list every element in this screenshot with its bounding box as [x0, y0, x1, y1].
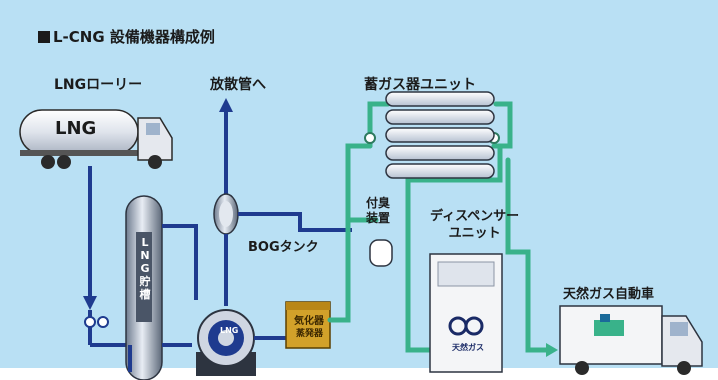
label-lng-truck: LNGローリー: [54, 77, 143, 93]
tank-top-line: [162, 224, 198, 300]
label-dispenser-line2: ユニット: [448, 226, 501, 241]
truck-valve-icon: [84, 316, 109, 328]
ground: [0, 368, 718, 380]
dispenser-icon: [429, 253, 503, 373]
label-vehicle: 天然ガス自動車: [563, 287, 655, 302]
truck-feed-arrow: [83, 296, 97, 310]
label-odorizer-line2: 装置: [366, 211, 391, 225]
dispenser-brand-text: 天然ガス: [452, 343, 484, 352]
storage-tank-icon: [125, 195, 163, 380]
label-cascade: 蓄ガス器ユニット: [364, 77, 476, 93]
vaporizer-text: 気化器: [294, 316, 324, 327]
title-bullet-icon: [38, 31, 50, 43]
odorizer-icon: [369, 239, 393, 267]
lng-truck-icon: [19, 109, 173, 169]
label-dispenser: ディスペンサー ユニット: [430, 208, 519, 242]
label-vent: 放散管へ: [210, 77, 266, 93]
bog-tank-icon: [213, 193, 239, 235]
bog-side-line: [238, 212, 352, 232]
label-bog-tank: BOGタンク: [248, 240, 319, 255]
vent-line: [219, 98, 233, 196]
pump-text: LNG: [220, 326, 239, 335]
label-dispenser-line1: ディスペンサー: [430, 209, 520, 224]
vaporizer-icon: [285, 301, 331, 349]
vaporizer-subtext: 蒸発器: [296, 329, 324, 339]
label-odorizer: 付臭 装置: [366, 196, 390, 226]
pump-icon: [196, 309, 256, 376]
label-odorizer-line1: 付臭: [366, 196, 391, 210]
diagram-title-text: L-CNG 設備機器構成例: [53, 28, 215, 46]
cascade-icon: [385, 91, 495, 179]
truck-tank-text: LNG: [55, 118, 97, 139]
diagram-title: L-CNG 設備機器構成例: [38, 26, 215, 47]
cng-vehicle-icon: [559, 305, 703, 375]
